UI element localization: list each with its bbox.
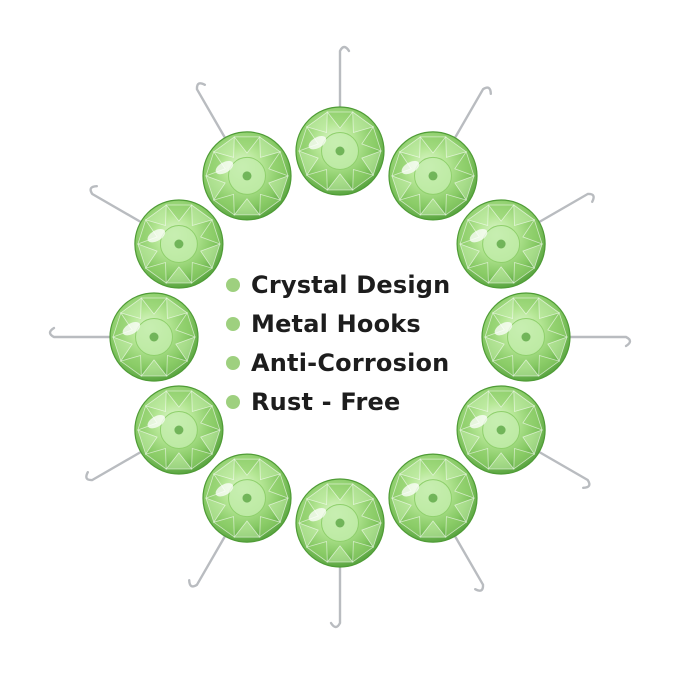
crystal-gem (202, 131, 292, 221)
crystal-gem (388, 131, 478, 221)
circle-bullet-icon (226, 316, 240, 331)
crystal-gem (388, 453, 478, 543)
feature-label: Anti-Corrosion (251, 348, 450, 377)
crystal-gem (134, 385, 224, 475)
crystal-gem (295, 106, 385, 196)
crystal-gem (109, 292, 199, 382)
circle-bullet-icon (226, 277, 240, 292)
crystal-gem (295, 478, 385, 568)
crystal-gem (134, 199, 224, 289)
metal-hook-wire (338, 45, 351, 115)
metal-hook-wire (450, 529, 485, 592)
feature-label: Metal Hooks (251, 309, 421, 338)
feature-label: Rust - Free (251, 387, 401, 416)
feature-item-anti-corrosion: Anti-Corrosion (226, 343, 450, 382)
feature-label: Crystal Design (251, 270, 451, 299)
metal-hook-wire (532, 192, 595, 227)
crystal-gem (202, 453, 292, 543)
feature-item-crystal-design: Crystal Design (226, 265, 450, 304)
metal-hook-wire (188, 529, 230, 588)
metal-hook-wire (89, 185, 148, 227)
metal-hook-wire (329, 559, 342, 629)
feature-list: Crystal Design Metal Hooks Anti-Corrosio… (226, 265, 450, 421)
metal-hook-wire (85, 447, 148, 482)
metal-hook-wire (450, 86, 492, 145)
feature-item-rust-free: Rust - Free (226, 382, 450, 421)
feature-item-metal-hooks: Metal Hooks (226, 304, 450, 343)
circle-bullet-icon (226, 394, 240, 409)
metal-hook-wire (48, 326, 118, 339)
crystal-gem (456, 199, 546, 289)
crystal-gem (456, 385, 546, 475)
metal-hook-wire (532, 447, 591, 489)
circle-bullet-icon (226, 355, 240, 370)
crystal-gem (481, 292, 571, 382)
metal-hook-wire (562, 335, 632, 348)
metal-hook-wire (195, 82, 230, 145)
